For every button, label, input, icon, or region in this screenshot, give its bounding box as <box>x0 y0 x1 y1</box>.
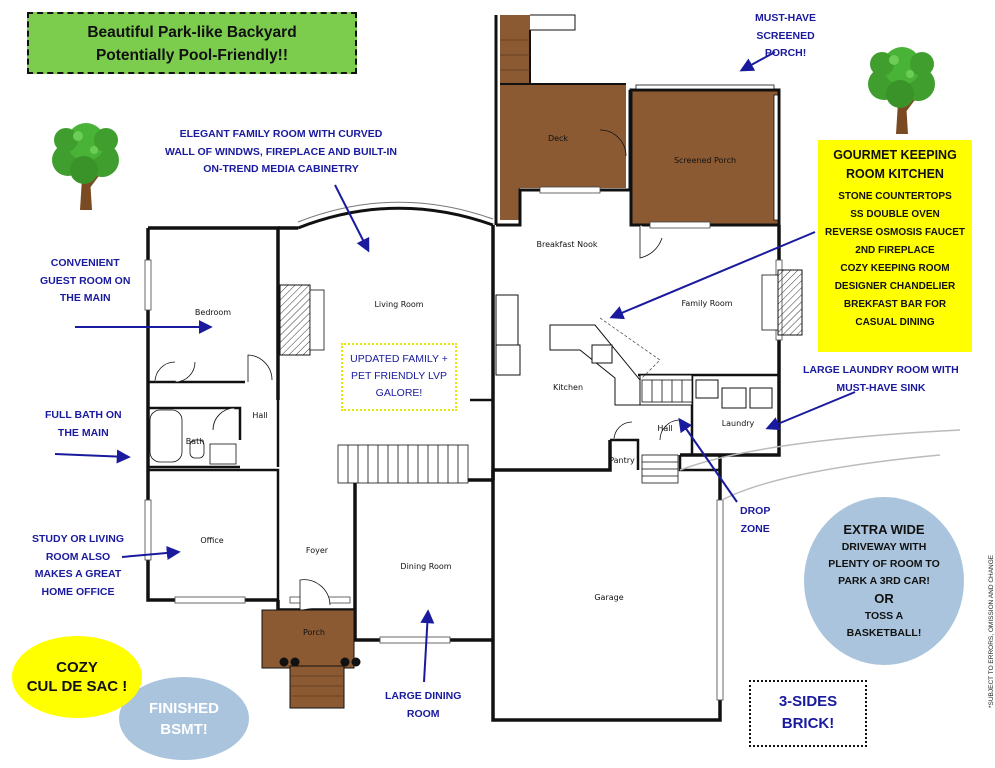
kitchen-feature: 2ND FIREPLACE <box>855 245 935 256</box>
callout-line: PET FRIENDLY LVP <box>350 370 448 382</box>
badge-line: EXTRA WIDE <box>843 521 925 537</box>
badge-line: BASKETBALL! <box>846 626 922 639</box>
kitchen-features-box: GOURMET KEEPING ROOM KITCHEN STONE COUNT… <box>818 140 972 352</box>
room-label-dining-room: Dining Room <box>400 562 451 571</box>
driveway-badge: EXTRA WIDE DRIVEWAY WITH PLENTY OF ROOM … <box>804 497 964 665</box>
badge-line: DRIVEWAY WITH <box>841 540 927 553</box>
callout-laundry: LARGE LAUNDRY ROOM WITH MUST-HAVE SINK <box>803 362 959 397</box>
callout-line: CONVENIENT <box>50 257 120 269</box>
room-label-hall: Hall <box>252 411 267 420</box>
callout-line: MUST-HAVE SINK <box>836 381 926 394</box>
front-porch <box>261 609 361 709</box>
callout-guest-room: CONVENIENT GUEST ROOM ON THE MAIN <box>40 255 130 308</box>
callout-line: HOME OFFICE <box>41 585 115 598</box>
callout-line: PORCH! <box>764 47 807 59</box>
callout-family-room: ELEGANT FAMILY ROOM WITH CURVED WALL OF … <box>165 126 397 179</box>
callout-line: MAKES A GREAT <box>34 568 122 580</box>
interior-walls <box>148 373 779 600</box>
callout-line: SCREENED <box>756 29 815 42</box>
kitchen-feature: COZY KEEPING ROOM <box>840 263 950 274</box>
windows <box>144 186 783 701</box>
room-label-office: Office <box>200 536 223 545</box>
room-label-living-room: Living Room <box>374 300 423 309</box>
finished-basement-badge: FINISHED BSMT! <box>119 677 249 760</box>
banner-line1: Beautiful Park-like Backyard <box>87 24 297 41</box>
kitchen-feature: BREKFAST BAR FOR <box>843 299 947 310</box>
badge-line: OR <box>874 590 894 606</box>
room-label-breakfast-nook: Breakfast Nook <box>536 240 597 249</box>
callout-line: LARGE DINING <box>385 690 462 702</box>
kitchen-title: ROOM KITCHEN <box>846 167 944 181</box>
badge-line: 3-SIDES <box>778 693 838 710</box>
callout-study: STUDY OR LIVING ROOM ALSO MAKES A GREAT … <box>32 531 124 601</box>
callout-line: UPDATED FAMILY + <box>350 353 448 365</box>
room-label-laundry: Laundry <box>722 419 755 428</box>
callout-drop-zone: DROP ZONE <box>740 503 770 538</box>
callout-dining: LARGE DINING ROOM <box>385 688 461 723</box>
brick-badge: 3-SIDES BRICK! <box>749 680 867 747</box>
callout-screened-porch: MUST-HAVE SCREENED PORCH! <box>755 10 816 63</box>
badge-line: BRICK! <box>781 715 835 732</box>
tree-icon <box>50 121 121 212</box>
badge-line: FINISHED <box>148 699 219 717</box>
badge-line: BSMT! <box>160 720 208 738</box>
room-label-pantry: Pantry <box>609 456 635 465</box>
badge-line: CUL DE SAC ! <box>26 678 128 695</box>
tree-icon <box>866 45 937 136</box>
room-label-deck: Deck <box>548 134 568 143</box>
callout-arrows <box>54 51 856 683</box>
kitchen-feature: DESIGNER CHANDELIER <box>834 281 956 292</box>
callout-line: ZONE <box>740 522 770 535</box>
room-label-hall: Hall <box>657 424 672 433</box>
callout-line: STUDY OR LIVING <box>32 533 124 545</box>
disclaimer: *SUBJECT TO ERRORS, OMISSION AND CHANGE <box>988 554 995 708</box>
callout-line: ELEGANT FAMILY ROOM WITH CURVED <box>179 128 383 140</box>
stairs <box>337 379 693 484</box>
badge-line: COZY <box>56 659 98 676</box>
room-label-family-room: Family Room <box>681 299 732 308</box>
banner-line2: Potentially Pool-Friendly!! <box>95 47 289 64</box>
cul-de-sac-badge: COZY CUL DE SAC ! <box>12 636 142 718</box>
screened-porch <box>629 84 781 259</box>
room-label-porch: Porch <box>303 628 325 637</box>
callout-line: GUEST ROOM ON <box>40 274 131 287</box>
callout-line: FULL BATH ON <box>45 409 122 421</box>
kitchen-feature: CASUAL DINING <box>855 317 935 328</box>
callout-line: WALL OF WINDWS, FIREPLACE AND BUILT-IN <box>165 145 397 158</box>
callout-line: ROOM <box>406 707 440 720</box>
callout-line: DROP <box>740 505 771 517</box>
callout-line: THE MAIN <box>59 292 111 304</box>
callout-line: GALORE! <box>375 387 423 399</box>
kitchen-feature: SS DOUBLE OVEN <box>850 209 940 220</box>
callout-line: ROOM ALSO <box>45 550 111 563</box>
kitchen-title: GOURMET KEEPING <box>833 148 957 162</box>
callout-lvp: UPDATED FAMILY + PET FRIENDLY LVP GALORE… <box>341 343 457 411</box>
kitchen-fixtures <box>495 294 773 409</box>
callout-line: ON-TREND MEDIA CABINETRY <box>203 163 359 175</box>
callout-line: LARGE LAUNDRY ROOM WITH <box>803 364 959 376</box>
callout-line: MUST-HAVE <box>755 12 817 24</box>
room-label-garage: Garage <box>594 593 623 602</box>
badge-line: PARK A 3RD CAR! <box>838 574 930 587</box>
room-label-kitchen: Kitchen <box>553 383 583 392</box>
room-label-foyer: Foyer <box>306 546 329 555</box>
deck <box>500 14 627 220</box>
room-label-bedroom: Bedroom <box>195 308 231 317</box>
badge-line: PLENTY OF ROOM TO <box>828 557 940 570</box>
badge-line: TOSS A <box>864 609 904 622</box>
callout-line: THE MAIN <box>57 426 109 439</box>
room-label-screened-porch: Screened Porch <box>674 156 736 165</box>
room-label-bath: Bath <box>186 437 205 446</box>
callout-full-bath: FULL BATH ON THE MAIN <box>45 407 122 442</box>
kitchen-feature: REVERSE OSMOSIS FAUCET <box>824 227 966 238</box>
backyard-banner: Beautiful Park-like Backyard Potentially… <box>27 12 357 74</box>
kitchen-feature: STONE COUNTERTOPS <box>838 191 952 202</box>
